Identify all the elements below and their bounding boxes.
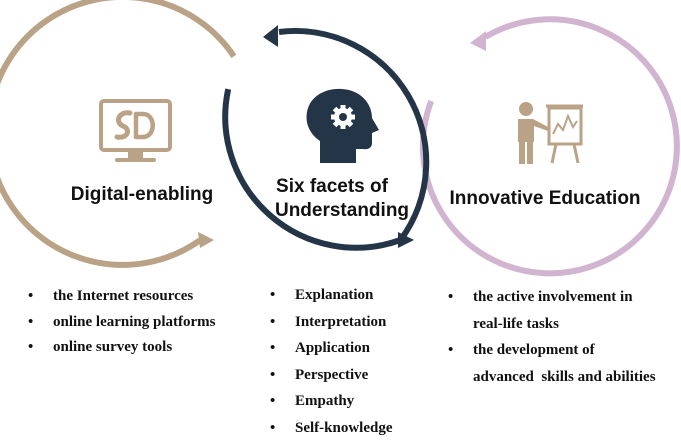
- list-item: Interpretation: [270, 312, 393, 339]
- list-item: Explanation: [270, 285, 393, 312]
- innovative-education-arrowhead: [470, 31, 486, 51]
- list-item-line: the development of: [473, 337, 656, 364]
- list-item: the development of advanced skills and a…: [448, 337, 656, 390]
- list-item: the active involvement in real-life task…: [448, 284, 656, 337]
- head-gear-icon: [307, 89, 380, 163]
- list-item: the Internet resources: [28, 286, 216, 312]
- monitor-sd-logo-icon: [101, 101, 170, 162]
- list-item: online learning platforms: [28, 312, 216, 338]
- list-item: Perspective: [270, 365, 393, 392]
- list-item: online survey tools: [28, 337, 216, 363]
- understanding-title-line2: Understanding: [262, 199, 422, 222]
- digital-enabling-list: the Internet resources online learning p…: [28, 286, 216, 363]
- innovative-education-ring: [423, 19, 677, 273]
- teacher-presentation-board-icon: [518, 102, 583, 164]
- list-item-line: the active involvement in: [473, 284, 656, 311]
- digital-enabling-ring: [0, 0, 234, 265]
- understanding-title-line1: Six facets of: [262, 175, 402, 198]
- understanding-list: Explanation Interpretation Application P…: [270, 285, 393, 444]
- understanding-arrowhead-top: [263, 25, 278, 47]
- list-item-line: advanced skills and abilities: [473, 364, 656, 391]
- list-item-line: real-life tasks: [473, 311, 656, 338]
- digital-enabling-arrowhead: [198, 232, 214, 248]
- list-item: Self-knowledge: [270, 418, 393, 444]
- list-item: Empathy: [270, 391, 393, 418]
- digital-enabling-title: Digital-enabling: [62, 183, 222, 206]
- innovative-education-list: the active involvement in real-life task…: [448, 284, 656, 390]
- innovative-education-title: Innovative Education: [440, 187, 650, 210]
- list-item: Application: [270, 338, 393, 365]
